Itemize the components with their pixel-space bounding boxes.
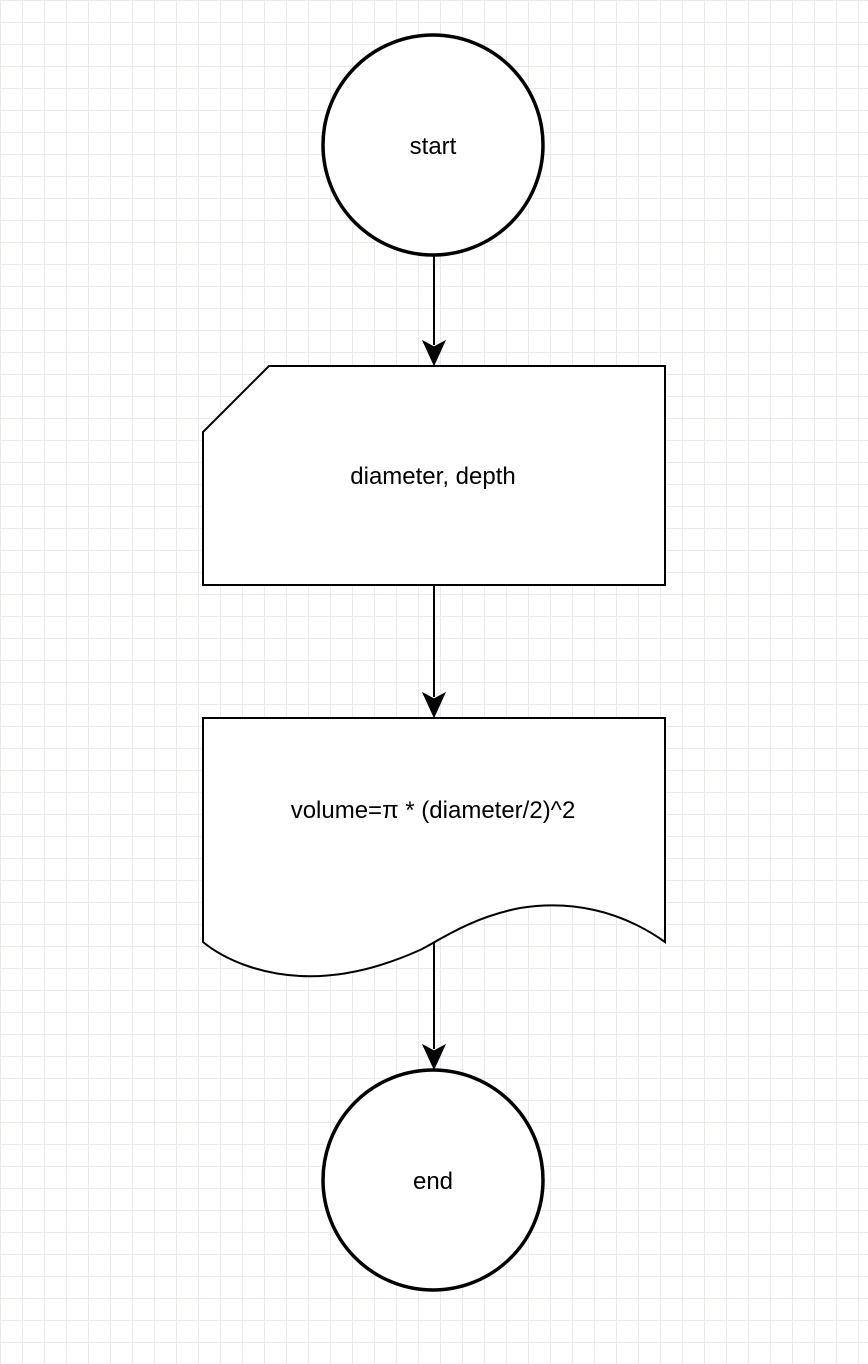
start-circle [321,33,545,257]
input-card-shape [202,365,666,586]
start-label: start [410,133,457,160]
edge-input-to-process [421,586,447,719]
process-document-shape [202,717,666,978]
node-end[interactable]: end [321,1068,545,1292]
process-label: volume=π * (diameter/2)^2 [291,797,576,824]
arrowhead-icon [421,691,447,719]
end-circle [321,1068,545,1292]
edges [421,256,447,1071]
arrowhead-icon [421,339,447,367]
end-label: end [413,1168,453,1195]
edge-start-to-input [421,256,447,367]
edge-process-to-end [421,942,447,1071]
input-label: diameter, depth [350,463,515,490]
arrowhead-icon [421,1043,447,1071]
node-start[interactable]: start [321,33,545,257]
node-input[interactable]: diameter, depth [202,365,666,586]
node-process[interactable]: volume=π * (diameter/2)^2 [202,717,666,978]
